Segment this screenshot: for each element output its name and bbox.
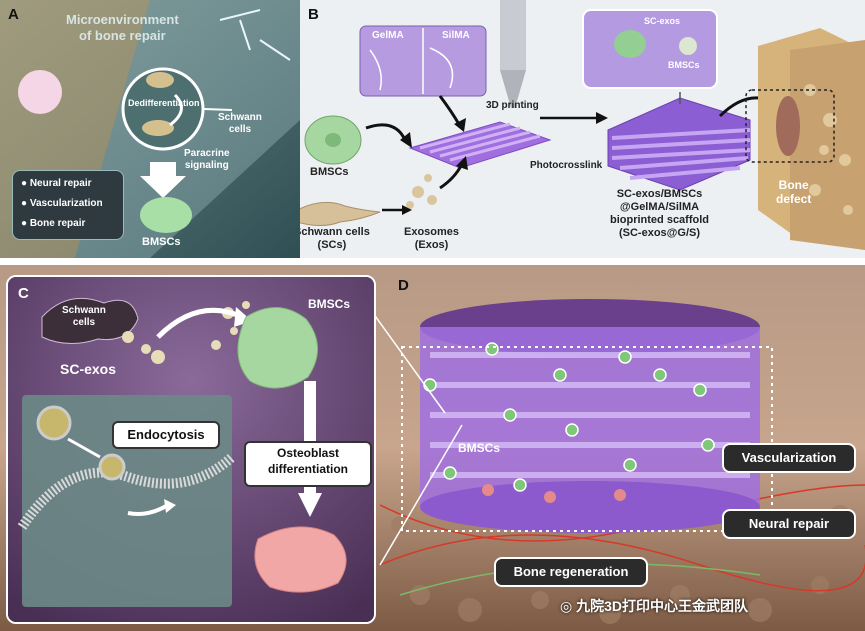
scaffold-line3: bioprinted scaffold: [610, 214, 709, 226]
exosomes-label: Exosomes (Exos): [404, 226, 459, 252]
legend-vascularization-text: Vascularization: [29, 198, 103, 209]
sc-exos-label: SC-exos: [60, 361, 117, 377]
panel-c-bmscs-label: BMSCs: [308, 297, 351, 311]
panel-a-legend: ● Neural repair ● Vascularization ● Bone…: [12, 170, 124, 240]
panel-a-title-line1: Microenvironment: [66, 12, 179, 27]
endocytosis-label: Endocytosis: [112, 421, 220, 449]
scaffold-line2: @GelMA/SilMA: [619, 201, 700, 213]
inset-sc-exos-label: SC-exos: [644, 16, 681, 26]
paracrine-label: Paracrine signaling: [184, 148, 230, 172]
dedifferentiation-label: Dedifferentiation: [128, 98, 200, 108]
panel-a: A Microenvironment of bone repair Dediff…: [0, 0, 300, 258]
panel-a-bmscs-label: BMSCs: [142, 236, 181, 248]
panel-a-label: A: [8, 6, 19, 23]
panel-b-schwann-label: Schwann cells (SCs): [300, 226, 370, 252]
panel-b-schwann-line1: Schwann cells: [300, 226, 370, 238]
panel-c-illustration: [8, 277, 374, 622]
panel-b-schwann-line2: (SCs): [317, 239, 347, 251]
scaffold-line4: (SC-exos@G/S): [618, 227, 701, 239]
neural-repair-callout: Neural repair: [722, 509, 856, 539]
osteoblast-label: Osteoblast differentiation: [244, 441, 372, 487]
silma-label: SilMA: [442, 30, 470, 41]
panel-a-schwann-label: Schwann cells: [218, 112, 262, 136]
legend-item-vascularization: ● Vascularization: [21, 198, 103, 209]
paracrine-line1: Paracrine: [184, 148, 230, 159]
wechat-icon: ◎: [560, 598, 577, 614]
panel-c-schwann-line1: Schwann: [62, 305, 106, 316]
vascularization-callout: Vascularization: [722, 443, 856, 473]
panel-d-label: D: [398, 277, 409, 294]
panel-b-label: B: [308, 6, 319, 23]
panel-b-bmscs-label: BMSCs: [310, 166, 349, 178]
panel-c-label: C: [18, 285, 29, 302]
panel-d-bmscs-label: BMSCs: [458, 441, 501, 455]
osteoblast-line1: Osteoblast: [276, 446, 339, 460]
panel-a-schwann-line1: Schwann: [218, 112, 262, 123]
watermark-text: 九院3D打印中心王金武团队: [576, 598, 749, 614]
panel-a-schwann-line2: cells: [228, 124, 252, 135]
bone-defect-label: Bone defect: [776, 178, 811, 206]
inset-bmscs-label: BMSCs: [668, 60, 700, 70]
watermark: ◎ 九院3D打印中心王金武团队: [560, 596, 748, 616]
scaffold-line1: SC-exos/BMSCs: [616, 188, 703, 200]
bone-defect-line2: defect: [776, 192, 812, 206]
exosomes-line1: Exosomes: [404, 226, 460, 238]
printing-label: 3D printing: [486, 100, 539, 111]
paracrine-line2: signaling: [184, 160, 229, 171]
panel-b: B GelMA SilMA 3D printing BMSCs Schwann …: [300, 0, 865, 258]
legend-neural-repair-text: Neural repair: [29, 178, 92, 189]
osteoblast-line2: differentiation: [268, 462, 348, 476]
panel-a-title-line2: of bone repair: [79, 28, 166, 43]
gelma-label: GelMA: [372, 30, 404, 41]
bone-regeneration-callout: Bone regeneration: [494, 557, 648, 587]
panel-b-illustration: [300, 0, 865, 258]
photocrosslink-label: Photocrosslink: [530, 160, 603, 171]
scaffold-label: SC-exos/BMSCs @GelMA/SilMA bioprinted sc…: [610, 188, 709, 240]
panel-c-schwann-label: Schwann cells: [62, 305, 106, 329]
legend-item-bone-repair: ● Bone repair: [21, 218, 86, 229]
panel-c-schwann-line2: cells: [72, 317, 96, 328]
legend-item-neural-repair: ● Neural repair: [21, 178, 92, 189]
panel-a-title: Microenvironment of bone repair: [66, 12, 179, 44]
bone-defect-line1: Bone: [778, 178, 809, 192]
legend-bone-repair-text: Bone repair: [29, 218, 86, 229]
exosomes-line2: (Exos): [414, 239, 449, 251]
panel-c: C Schwann cells SC-exos BMSCs Endocytosi…: [6, 275, 376, 624]
